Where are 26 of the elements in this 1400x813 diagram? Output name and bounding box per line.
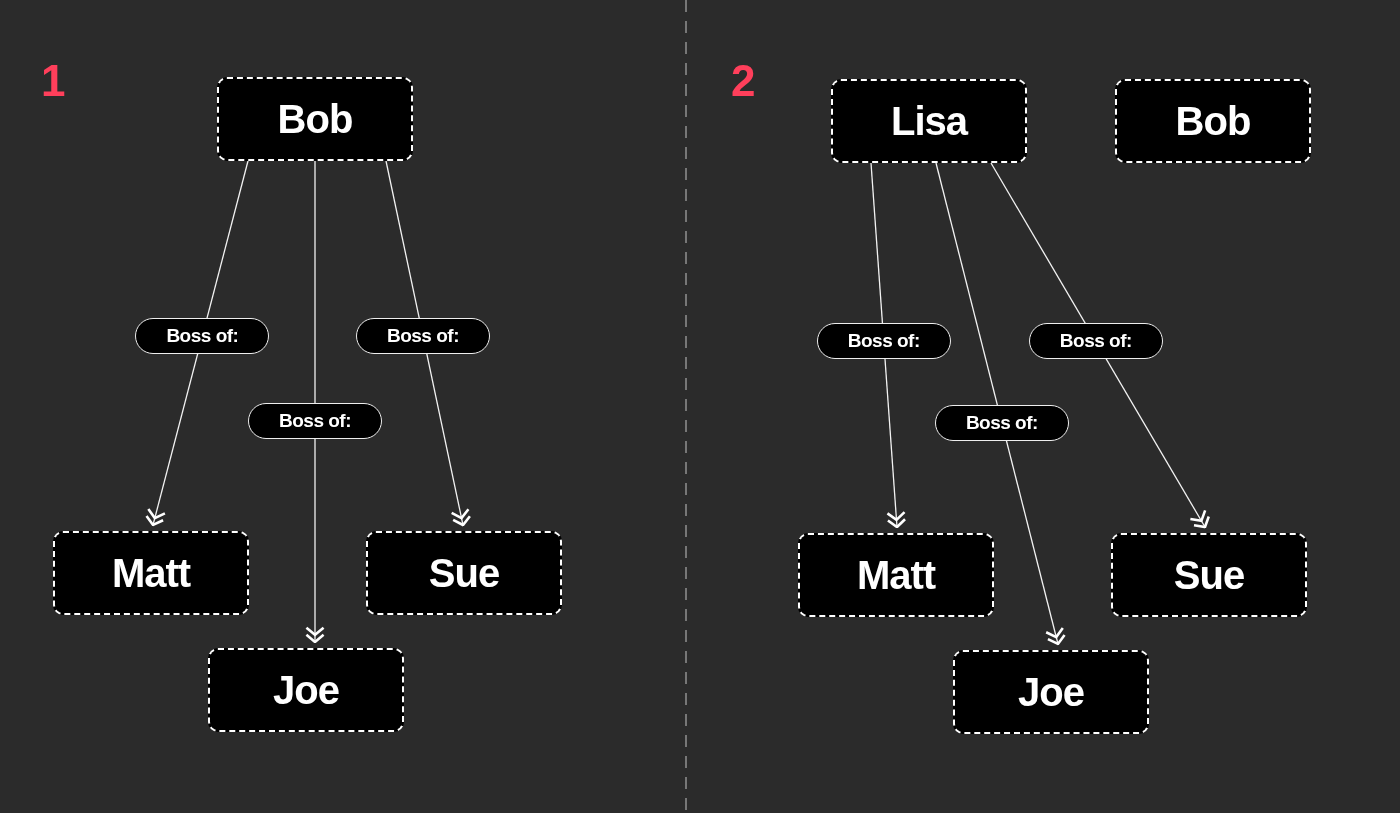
person-box (1115, 79, 1311, 163)
panel-number: 1 (41, 56, 66, 106)
edge-label: Boss of: (934, 404, 1069, 441)
person-name: Bob (277, 96, 353, 142)
person-name: Sue (1173, 552, 1245, 598)
panel-number: 2 (731, 56, 756, 106)
person-box (366, 531, 562, 615)
person-box (217, 77, 413, 161)
person-name: Joe (273, 667, 339, 713)
person-box (798, 533, 994, 617)
edge-label: Boss of: (248, 402, 382, 439)
person-box (53, 531, 249, 615)
edge-label: Boss of: (1028, 323, 1163, 360)
person-box (953, 650, 1149, 734)
person-name: Bob (1175, 98, 1251, 144)
person-name: Joe (1018, 669, 1084, 715)
edge-label: Boss of: (816, 323, 951, 360)
edge-label: Boss of: (355, 317, 490, 354)
edge-label: Boss of: (135, 317, 270, 354)
person-box (208, 648, 404, 732)
person-name: Sue (428, 550, 500, 596)
person-name: Lisa (890, 98, 967, 144)
person-box (831, 79, 1027, 163)
person-box (1111, 533, 1307, 617)
person-name: Matt (111, 550, 191, 596)
person-name: Matt (856, 552, 936, 598)
